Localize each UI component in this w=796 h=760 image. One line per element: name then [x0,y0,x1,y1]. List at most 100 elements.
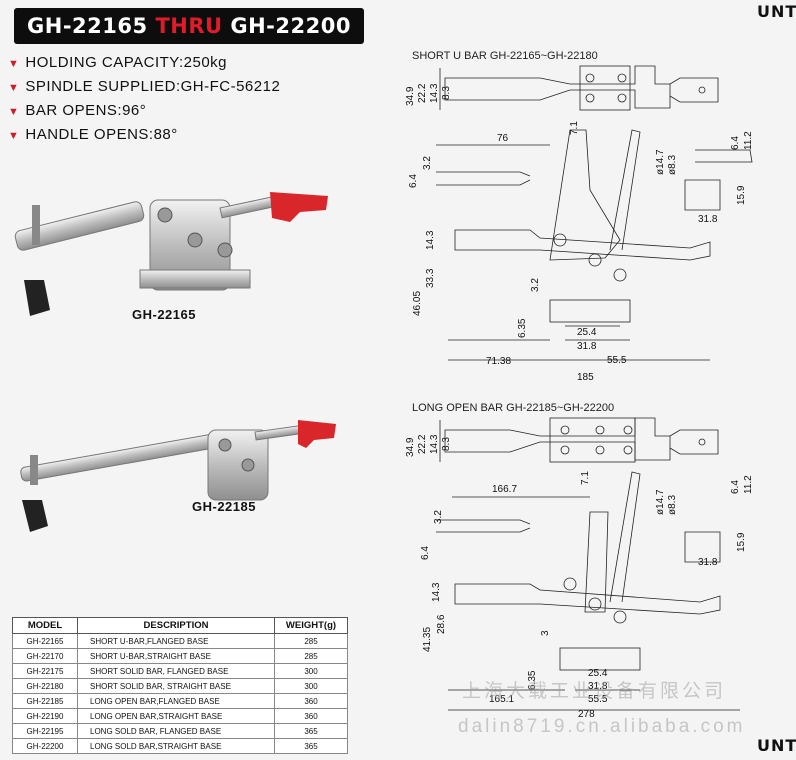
cell-weight: 365 [274,738,348,754]
dim-phi-8-3: ø8.3 [667,154,678,175]
cell-weight: 285 [274,648,348,664]
dim-14-3-long: 14.3 [429,434,440,454]
dim-15-9: 15.9 [736,185,747,205]
spec-holding: ▼HOLDING CAPACITY:250kg [8,54,228,71]
dim-14-3b: 14.3 [425,230,436,250]
dim-15-9-long: 15.9 [736,532,747,552]
header-description: DESCRIPTION [77,617,275,634]
bullet-icon: ▼ [8,58,20,70]
bullet-icon: ▼ [8,106,20,118]
dim-14-3b-long: 14.3 [431,582,442,602]
dim-25-4-long: 25.4 [588,668,608,679]
header-weight: WEIGHT(g) [274,617,348,634]
dim-71-38: 71.38 [486,356,512,367]
dim-phi-14-7-long: ø14.7 [655,489,666,515]
clamp-photo-gh22185 [20,420,336,532]
cell-description: LONG OPEN BAR,FLANGED BASE [77,693,275,709]
dim-166-7: 166.7 [492,484,518,495]
cell-model: GH-22195 [12,723,78,739]
dim-76: 76 [497,133,509,144]
cell-description: LONG SOLD BAR, FLANGED BASE [77,723,275,739]
cell-model: GH-22175 [12,663,78,679]
dim-31-8: 31.8 [698,214,718,225]
cell-model: GH-22190 [12,708,78,724]
watermark-url: dalin8719.cn.alibaba.com [458,716,746,737]
dim-34-9: 34.9 [405,86,416,106]
dim-7-1: 7.1 [569,121,580,135]
dim-22-2: 22.2 [417,83,428,103]
cell-description: SHORT SOLID BAR, FLANGED BASE [77,663,275,679]
title-banner: GH-22165 THRU GH-22200 [14,8,364,44]
cell-weight: 300 [274,678,348,694]
cell-weight: 285 [274,633,348,649]
cell-model: GH-22165 [12,633,78,649]
cell-description: SHORT U-BAR,STRAIGHT BASE [77,648,275,664]
dim-3-2b: 3.2 [530,278,541,292]
cell-model: GH-22170 [12,648,78,664]
title-part2: GH-22200 [230,14,351,38]
dim-phi-8-3-long: ø8.3 [667,494,678,515]
cell-description: LONG SOLD BAR,STRAIGHT BASE [77,738,275,754]
spec-bar-opens: ▼BAR OPENS:96° [8,102,147,119]
cell-weight: 360 [274,693,348,709]
unit-label-top: UNT [757,2,796,21]
dim-6-4: 6.4 [408,174,419,188]
dim-165-1: 165.1 [489,694,515,705]
dim-6-4b-long: 6.4 [730,480,741,494]
bullet-icon: ▼ [8,82,20,94]
table-header-row: MODEL DESCRIPTION WEIGHT(g) [12,617,348,634]
dim-278: 278 [578,709,595,720]
dim-3-2: 3.2 [422,156,433,170]
cell-description: SHORT U-BAR,FLANGED BASE [77,633,275,649]
cell-model: GH-22185 [12,693,78,709]
dim-46-05: 46.05 [412,290,423,316]
dim-34-9-long: 34.9 [405,437,416,457]
dim-3: 3 [540,630,551,636]
cell-description: LONG OPEN BAR,STRAIGHT BASE [77,708,275,724]
dim-33-3: 33.3 [425,268,436,288]
dim-14-3: 14.3 [429,83,440,103]
dim-6-4-long: 6.4 [420,546,431,560]
title-thru: THRU [155,14,223,38]
dim-6-35: 6.35 [517,318,528,338]
cell-model: GH-22200 [12,738,78,754]
watermark-company: 上海大载工业设备有限公司 [462,681,727,702]
dim-6-4b: 6.4 [730,136,741,150]
dim-28-6: 28.6 [436,614,447,634]
dim-3-2-long: 3.2 [433,510,444,524]
dim-31-8b-long: 31.8 [588,681,608,692]
dim-phi-14-7: ø14.7 [655,149,666,175]
clamp-photo-gh22165 [14,192,328,316]
dim-41-35: 41.35 [422,626,433,652]
dim-22-2-long: 22.2 [417,434,428,454]
cell-weight: 300 [274,663,348,679]
dim-55-5: 55.5 [607,355,627,366]
spec-spindle: ▼SPINDLE SUPPLIED:GH-FC-56212 [8,78,281,95]
dim-185: 185 [577,372,594,383]
cell-weight: 360 [274,708,348,724]
unit-label-bottom: UNT [757,736,796,755]
dim-8-3: 8.3 [441,86,452,100]
cell-description: SHORT SOLID BAR, STRAIGHT BASE [77,678,275,694]
spec-handle-opens: ▼HANDLE OPENS:88° [8,126,178,143]
dim-11-2-long: 11.2 [743,475,754,494]
bullet-icon: ▼ [8,130,20,142]
dim-8-3-long: 8.3 [441,437,452,451]
drawing-long-open-bar [436,417,740,711]
caption-gh22165: GH-22165 [132,307,196,322]
cell-model: GH-22180 [12,678,78,694]
dim-7-1-long: 7.1 [580,471,591,485]
dim-25-4: 25.4 [577,327,597,338]
dim-31-8-long: 31.8 [698,557,718,568]
drawing-short-u-bar [436,65,753,361]
title-part1: GH-22165 [27,14,148,38]
caption-gh22185: GH-22185 [192,499,256,514]
drawing-title-short: SHORT U BAR GH-22165~GH-22180 [412,50,598,62]
